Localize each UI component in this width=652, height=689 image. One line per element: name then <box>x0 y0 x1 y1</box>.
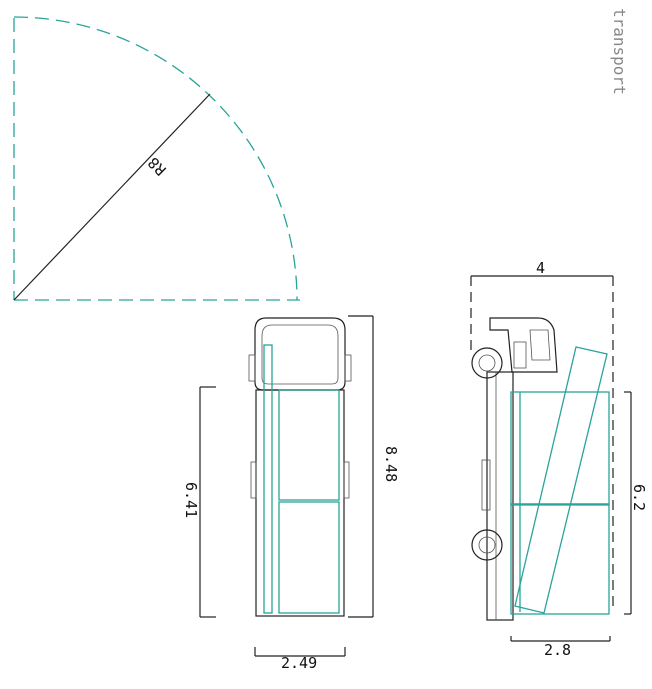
dim-side-width: 2.8 <box>510 636 611 659</box>
dim-vehicle-width: 2.49 <box>254 647 346 672</box>
vehicle-width-label: 2.49 <box>281 654 317 672</box>
container-rear <box>278 501 340 614</box>
side-width-label: 2.8 <box>544 641 571 659</box>
vehicle-length-label: 8.48 <box>382 446 400 482</box>
right-wheel-guard <box>343 461 350 499</box>
radius-label: R8 <box>144 153 170 179</box>
dim-vehicle-length: 8.48 <box>348 315 400 618</box>
left-wheel-guard <box>250 461 257 499</box>
hook-arm <box>263 344 273 614</box>
radius-arc <box>13 16 298 301</box>
category-label: transport <box>610 8 629 95</box>
turning-radius: R8 <box>13 16 300 301</box>
cab-door <box>513 341 527 369</box>
side-height-label: 6.2 <box>630 484 648 511</box>
right-mirror <box>344 354 352 382</box>
cab-outline <box>254 317 346 391</box>
cab-window <box>529 329 551 361</box>
dim-side-height: 6.2 <box>624 391 648 615</box>
front-wheel <box>471 347 503 379</box>
chassis-outline <box>255 389 345 617</box>
chassis-side <box>486 371 514 621</box>
container-front <box>278 389 340 501</box>
container-length-label: 6.41 <box>182 482 200 518</box>
top-view <box>248 317 352 617</box>
radius-line <box>13 93 211 301</box>
cab-roof <box>261 324 339 385</box>
rear-wheel <box>471 529 503 561</box>
side-tank <box>481 459 491 511</box>
tip-width-label: 4 <box>536 259 545 277</box>
front-wheel-hub <box>478 354 496 372</box>
container-side-rear <box>510 503 610 615</box>
rear-wheel-hub <box>478 536 496 554</box>
dim-container-length: 6.41 <box>182 386 216 618</box>
side-view <box>471 317 610 621</box>
left-mirror <box>248 354 256 382</box>
tipped-container <box>514 346 608 614</box>
dim-tip-width: 4 <box>470 259 614 612</box>
cab-side-outline <box>489 317 558 373</box>
